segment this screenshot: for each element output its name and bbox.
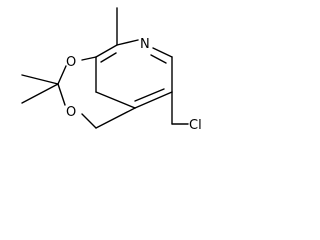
bond-c8-c8-double <box>100 52 117 63</box>
bond-n-c6-double <box>150 54 167 64</box>
atom-labels: N O O Cl <box>66 37 202 133</box>
atom-o1: O <box>66 55 76 70</box>
atom-o3: O <box>66 105 76 120</box>
atom-cl: Cl <box>189 118 202 133</box>
bond-c2-methyl-b <box>21 83 59 104</box>
bond-c2-o3 <box>57 83 66 106</box>
bond-c8a-o1 <box>81 56 97 61</box>
bond-o3-c4 <box>81 113 97 129</box>
bond-c5-c4a-double <box>134 88 165 102</box>
bond-c8-n <box>116 39 139 46</box>
bond-c4a-c8a <box>95 91 136 109</box>
bond-n-c6 <box>152 47 173 58</box>
bonds <box>21 7 189 129</box>
bond-c4-c4a <box>95 107 136 129</box>
bond-c2-methyl-a <box>21 74 59 85</box>
bond-c5-c4a <box>134 91 173 109</box>
atom-n: N <box>140 37 150 52</box>
bond-o1-c2 <box>57 65 67 85</box>
bond-c8a-c8 <box>95 44 118 58</box>
molecule-svg: N O O Cl <box>21 7 202 133</box>
structure-diagram: N O O Cl <box>0 0 224 150</box>
